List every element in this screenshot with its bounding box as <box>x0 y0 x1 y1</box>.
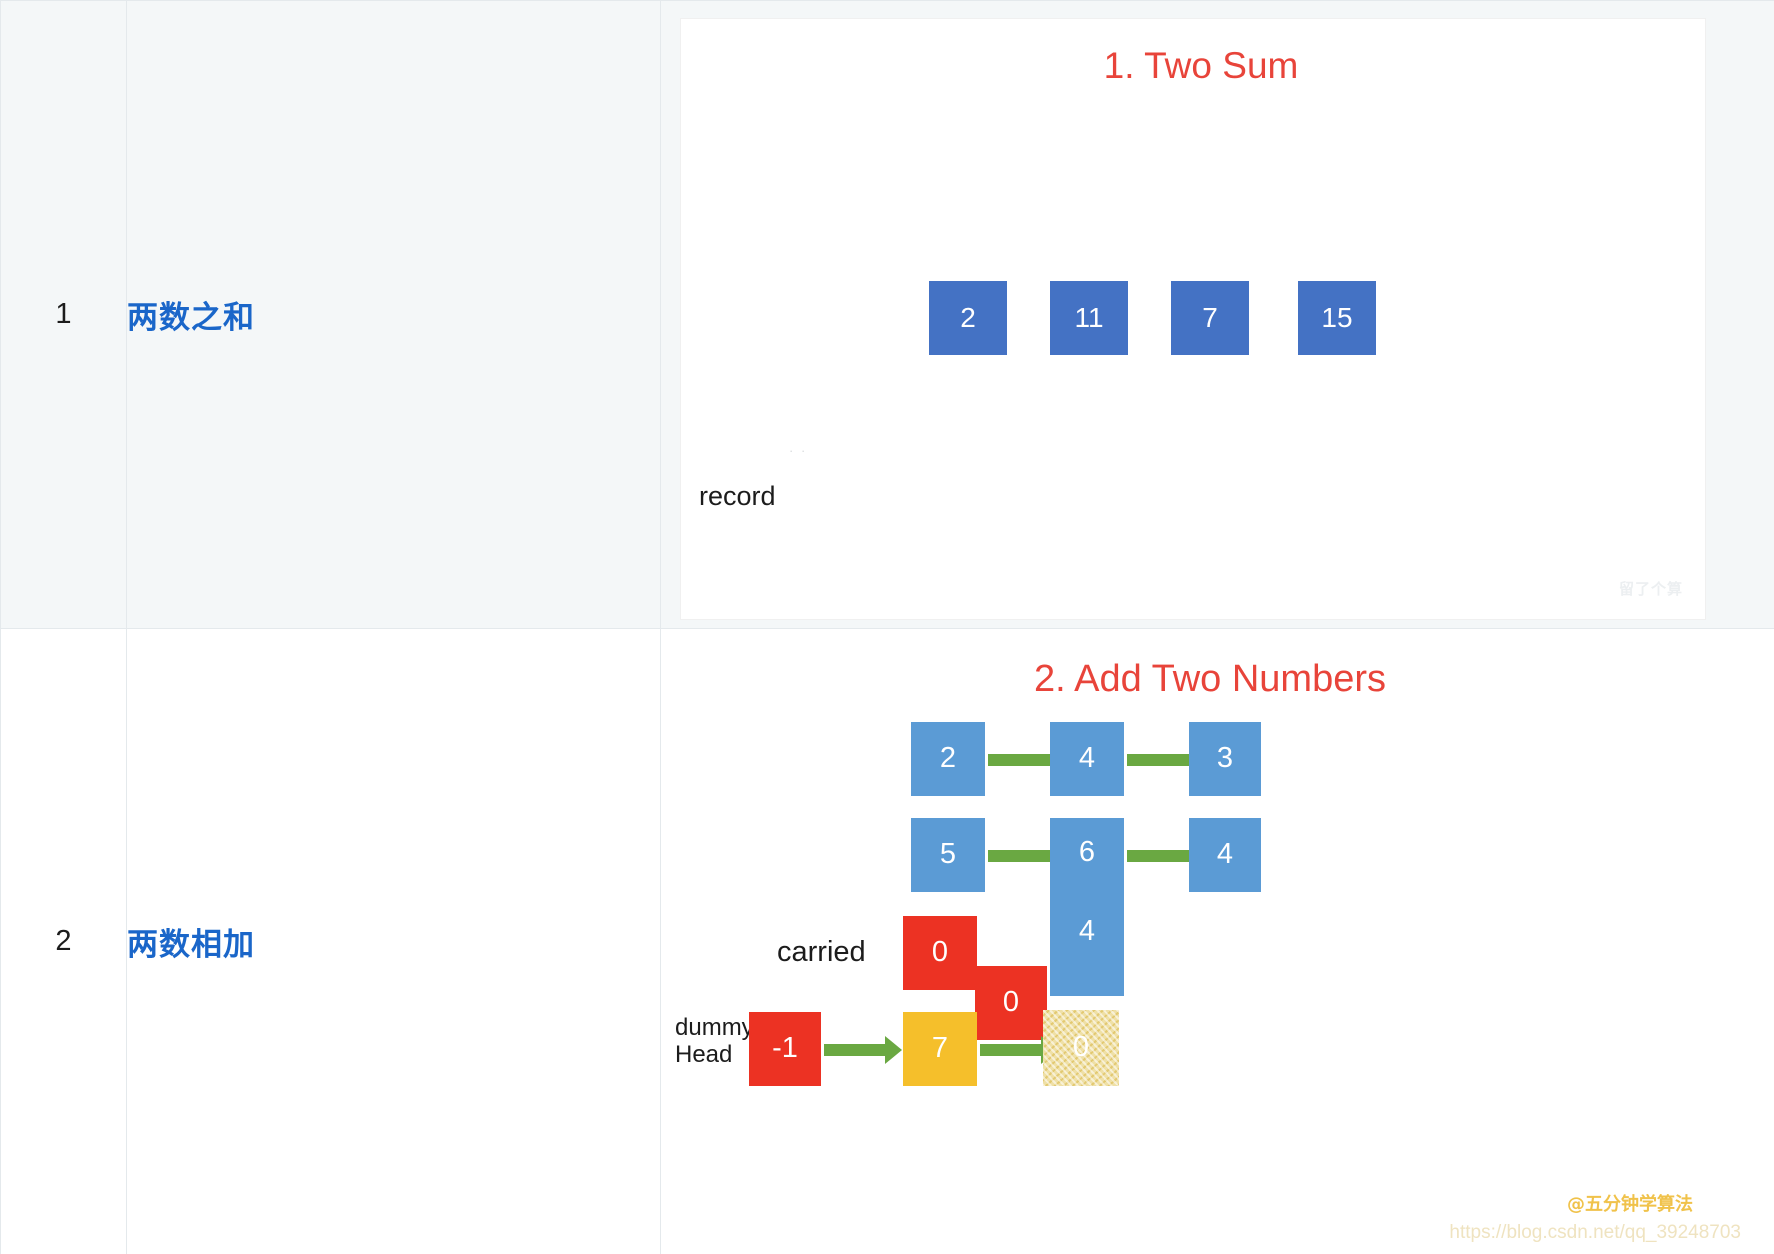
result-node: -1 <box>749 1011 821 1086</box>
ghost-watermark: 留了个算 <box>1618 579 1683 598</box>
arrow-icon <box>988 745 1069 774</box>
row-index-cell: 1 <box>0 0 127 629</box>
array-cell-box: 2 <box>929 280 1007 355</box>
faint-artifact-text: · · <box>789 442 808 458</box>
arrow-icon <box>1127 841 1208 870</box>
list-b-node-stacked: 6 4 6 <box>1050 817 1124 1024</box>
dummy-head-line1: dummy <box>675 1013 754 1041</box>
list-a-node: 3 <box>1189 721 1261 796</box>
result-node: 7 <box>903 1011 977 1086</box>
carried-box: 0 <box>975 965 1047 1040</box>
stack-value: 6 <box>1078 835 1096 868</box>
arrow-icon <box>1127 745 1208 774</box>
slide-title: 1. Two Sum <box>1103 44 1299 86</box>
list-b-node: 4 <box>1189 817 1261 892</box>
table-row: 2 两数相加 2. Add Two Numbers 2 4 3 5 <box>0 628 1774 1254</box>
list-a-node: 2 <box>911 721 985 796</box>
record-label: record <box>699 480 776 511</box>
two-sum-slide: 1. Two Sum 2 11 7 15 · · record 留了个算 <box>681 18 1705 619</box>
array-cell-box: 7 <box>1171 280 1249 355</box>
dummy-head-label: dummy Head <box>675 1014 754 1070</box>
array-cell-box: 11 <box>1050 280 1128 355</box>
arrow-icon <box>980 1035 1058 1064</box>
list-a-node: 4 <box>1050 721 1124 796</box>
arrow-icon <box>988 841 1069 870</box>
result-node-pending: 0 <box>1043 1009 1119 1086</box>
dummy-head-line2: Head <box>675 1041 733 1069</box>
author-watermark: @五分钟学算法 <box>1567 1193 1693 1215</box>
url-watermark: https://blog.csdn.net/qq_39248703 <box>1449 1221 1741 1243</box>
arrow-icon <box>824 1035 902 1064</box>
add-two-numbers-slide: 2. Add Two Numbers 2 4 3 5 6 <box>673 639 1747 1250</box>
list-b-node: 5 <box>911 817 985 892</box>
row-index-cell: 2 <box>0 628 127 1254</box>
diagram-cell: 2. Add Two Numbers 2 4 3 5 6 <box>660 628 1774 1254</box>
problem-name-cell[interactable]: 两数相加 <box>126 628 661 1254</box>
slide-title: 2. Add Two Numbers <box>1033 657 1387 700</box>
carried-label: carried <box>777 935 866 968</box>
diagram-cell: 1. Two Sum 2 11 7 15 · · record 留了个算 <box>660 0 1774 629</box>
stack-value: 4 <box>1078 914 1096 947</box>
problem-name-cell[interactable]: 两数之和 <box>126 0 661 629</box>
carried-box: 0 <box>903 915 977 990</box>
table-row: 1 两数之和 1. Two Sum 2 11 7 15 · · record <box>0 0 1774 629</box>
array-cell-box: 15 <box>1298 280 1376 355</box>
